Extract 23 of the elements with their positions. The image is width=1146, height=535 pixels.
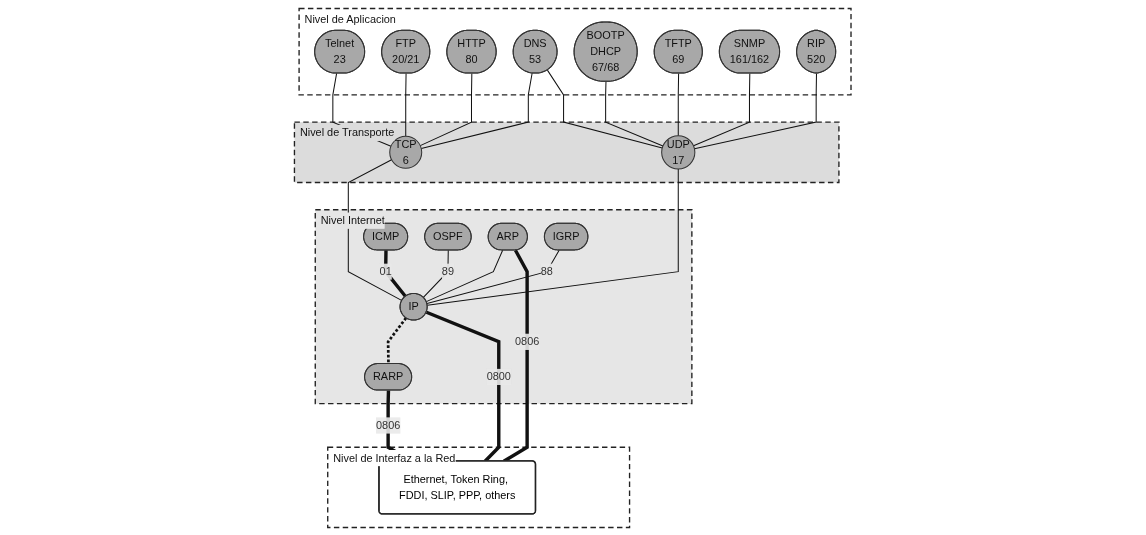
edge-label: 0806 — [376, 418, 401, 431]
connector — [427, 167, 680, 306]
connector — [426, 249, 560, 304]
connector — [387, 316, 408, 364]
edge-label: 89 — [442, 265, 455, 277]
connector — [426, 310, 501, 462]
connector — [348, 158, 403, 301]
node-circle: TCP 6 — [389, 135, 423, 169]
connector — [420, 72, 473, 146]
edge-label: 0800 — [486, 370, 512, 382]
connector — [421, 72, 533, 149]
connector — [678, 72, 680, 136]
edge-label: 0806 — [515, 335, 540, 347]
connector — [693, 72, 751, 146]
connector — [426, 249, 504, 302]
connector — [694, 72, 818, 149]
node-circle: UDP 17 — [661, 134, 696, 169]
connector — [547, 69, 663, 149]
connector — [405, 72, 407, 137]
edge-label: 88 — [541, 265, 554, 277]
edge-label: 01 — [379, 265, 392, 277]
connector — [605, 80, 664, 146]
connector — [384, 249, 408, 298]
